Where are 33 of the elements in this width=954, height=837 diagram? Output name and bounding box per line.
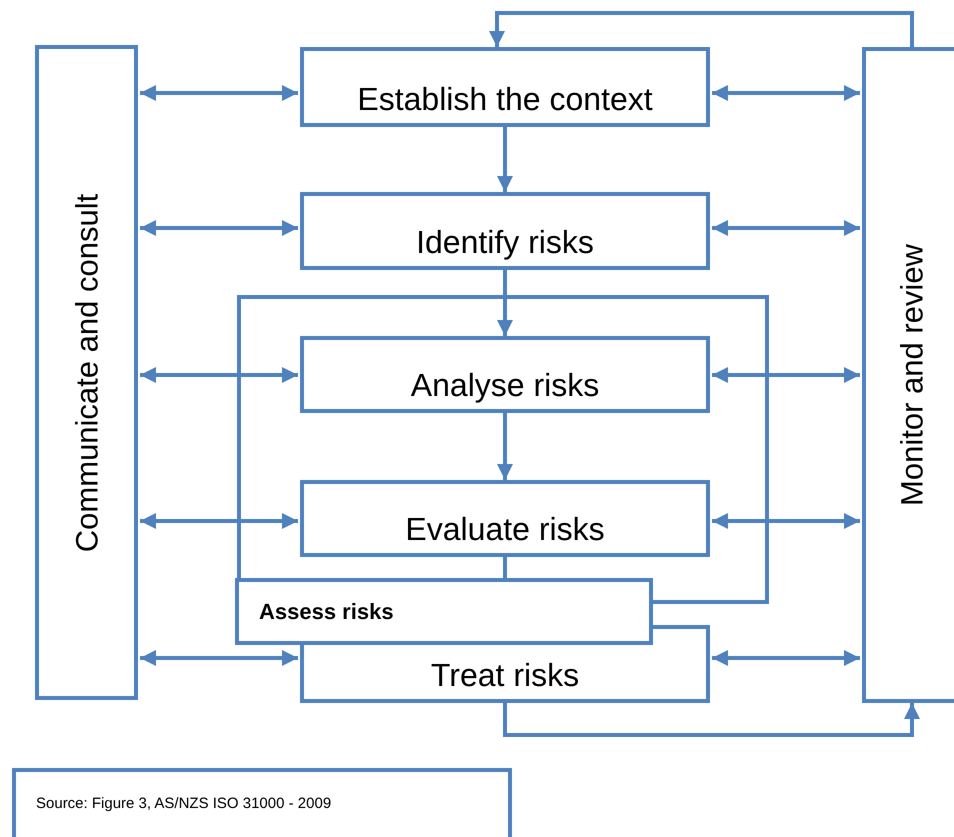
process-label: Identify risks <box>416 223 594 262</box>
arrow <box>712 650 860 666</box>
arrow <box>712 513 860 529</box>
side-bar-box <box>862 47 954 703</box>
arrow <box>140 650 298 666</box>
vertical-label: Monitor and review <box>896 244 928 506</box>
arrow <box>497 413 513 480</box>
arrow <box>489 11 914 47</box>
arrow <box>503 703 920 737</box>
process-box <box>300 480 710 557</box>
group-heading-box <box>235 578 653 645</box>
arrow <box>712 85 860 101</box>
arrow <box>140 367 298 383</box>
side-bar-box <box>35 45 138 700</box>
arrow <box>140 513 298 529</box>
source-box <box>12 768 512 837</box>
process-box <box>300 192 710 270</box>
process-label: Treat risks <box>430 656 580 695</box>
process-label: Analyse risks <box>410 366 600 405</box>
arrow <box>140 220 298 236</box>
process-box <box>300 336 710 413</box>
source-note: Source: Figure 3, AS/NZS ISO 31000 - 2009 <box>36 794 332 814</box>
arrow <box>497 270 513 336</box>
arrow <box>140 85 298 101</box>
process-label: Evaluate risks <box>405 510 605 549</box>
arrow <box>712 220 860 236</box>
arrow <box>712 367 860 383</box>
group-heading: Assess risks <box>259 598 394 626</box>
process-box <box>300 47 710 127</box>
vertical-label: Communicate and consult <box>71 193 102 552</box>
process-label: Establish the context <box>357 80 653 119</box>
process-box <box>300 645 710 703</box>
arrow <box>497 127 513 192</box>
